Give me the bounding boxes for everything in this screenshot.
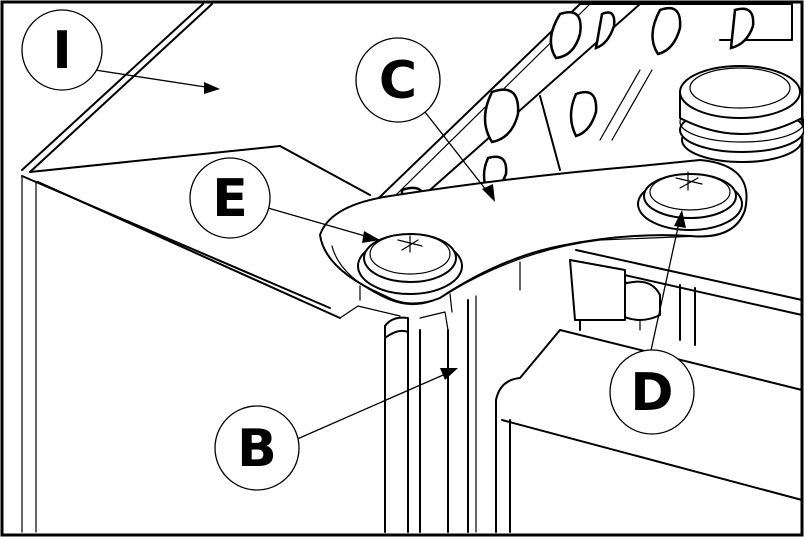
- screw-D: [637, 171, 743, 231]
- screw-E: [357, 233, 463, 295]
- callout-label-D: D: [630, 363, 673, 423]
- callout-label-B: B: [237, 419, 277, 479]
- callout-label-I: I: [52, 21, 71, 81]
- callout-label-E: E: [212, 169, 248, 229]
- callout-label-C: C: [379, 51, 417, 111]
- callout-D: D: [609, 210, 695, 435]
- grommet-plug: [679, 65, 804, 163]
- callout-B: B: [214, 368, 458, 491]
- callout-E: E: [189, 157, 380, 243]
- callout-I: I: [21, 9, 220, 94]
- hinge-profile-B: [21, 175, 521, 533]
- right-lower-housing: [495, 249, 803, 533]
- callout-C: C: [355, 37, 495, 202]
